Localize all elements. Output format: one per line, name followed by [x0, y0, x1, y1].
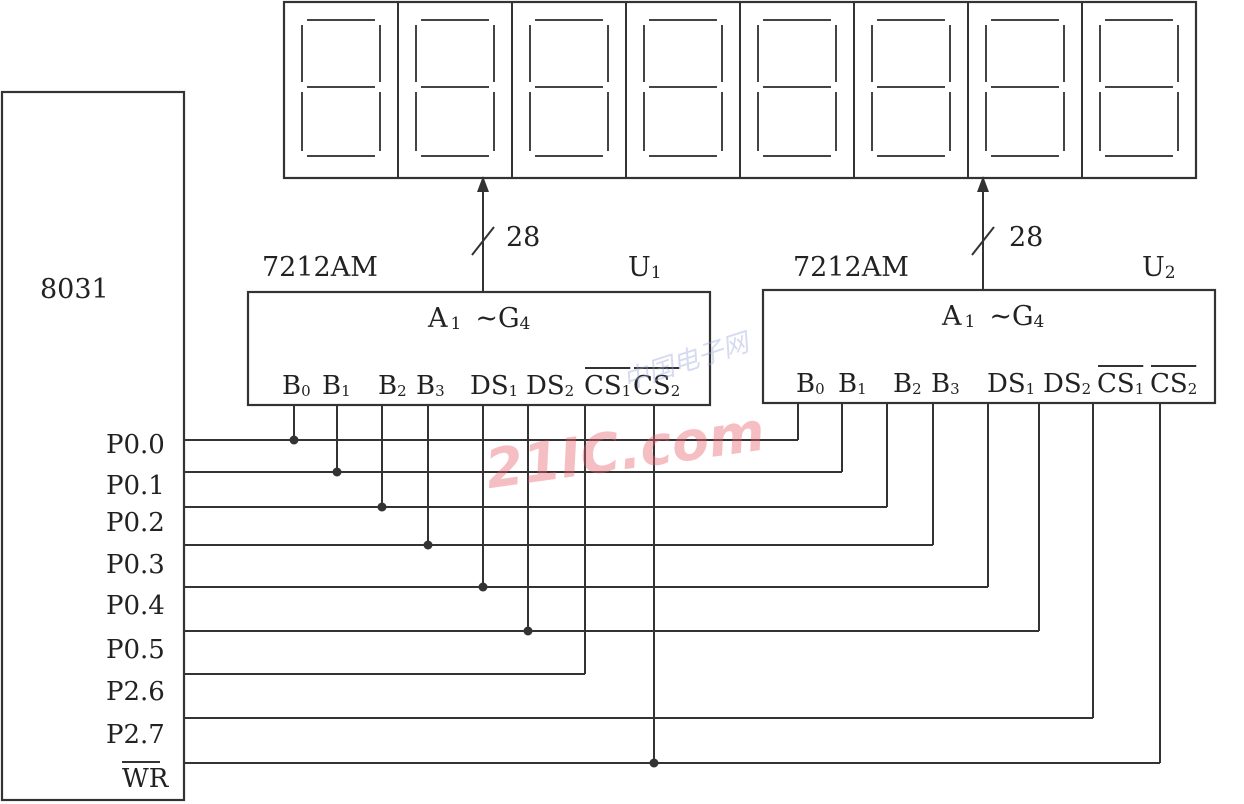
driver-u1-part: 7212AM — [262, 252, 378, 283]
pin-label-cs1: CS1 — [584, 371, 631, 401]
pin-label-b3: B3 — [416, 371, 445, 401]
junction-dot — [423, 540, 433, 550]
pin-label-b2: B2 — [893, 369, 922, 399]
junction-dot — [478, 582, 488, 592]
pin-label-b0: B0 — [796, 369, 825, 399]
port-wiring — [184, 403, 1161, 768]
junction-dot — [523, 626, 533, 636]
digit — [1099, 19, 1179, 157]
driver-u1-bus-slash — [471, 226, 495, 256]
pin-label-ds2: DS2 — [526, 371, 574, 401]
digit — [643, 19, 723, 157]
driver-u2-bus-width: 28 — [1009, 222, 1043, 253]
digit — [871, 19, 951, 157]
mcu-label: 8031 — [40, 274, 109, 305]
pin-label-cs2: CS2 — [633, 371, 680, 401]
driver-u1-body — [246, 290, 712, 407]
junction-dot — [289, 435, 299, 445]
pin-label-ds1: DS1 — [987, 369, 1035, 399]
port-labels: P0.0 P0.1 P0.2 P0.3 P0.4 P0.5 P2.6 P2.7 … — [106, 430, 170, 794]
watermark-text: 21IC.com — [482, 400, 769, 501]
pin-label-b1: B1 — [322, 371, 351, 401]
mcu-body — [0, 90, 186, 802]
port-label-p0-4: P0.4 — [106, 591, 165, 621]
digit — [529, 19, 609, 157]
pin-label-b1: B1 — [838, 369, 867, 399]
port-label-p0-1: P0.1 — [106, 471, 165, 501]
port-label-p0-2: P0.2 — [106, 508, 165, 538]
seven-segment-display — [282, 0, 1198, 180]
digit — [757, 19, 837, 157]
driver-u1-bus-arrow — [477, 176, 489, 192]
driver-u2-bus-arrow — [977, 176, 989, 192]
port-label-p0-3: P0.3 — [106, 550, 165, 580]
pin-label-b0: B0 — [282, 371, 311, 401]
junction-dot — [377, 502, 387, 512]
digit — [415, 19, 495, 157]
port-label-p2-7: P2.7 — [106, 720, 165, 750]
pin-label-cs1: CS1 — [1097, 369, 1144, 399]
pin-label-cs2: CS2 — [1150, 369, 1197, 399]
pin-label-ds2: DS2 — [1043, 369, 1091, 399]
driver-u1-ref: U1 — [628, 252, 662, 283]
digit — [985, 19, 1065, 157]
driver-u2-body — [761, 288, 1217, 405]
port-label-wr: WR — [122, 764, 170, 794]
pin-label-ds1: DS1 — [470, 371, 518, 401]
driver-u1-bus-width: 28 — [506, 222, 540, 253]
junction-dot — [649, 758, 659, 768]
pin-label-b3: B3 — [931, 369, 960, 399]
junction-dot — [332, 467, 342, 477]
port-label-p0-0: P0.0 — [106, 430, 165, 460]
pin-label-b2: B2 — [378, 371, 407, 401]
driver-u2-bus-slash — [971, 226, 995, 256]
port-label-p0-5: P0.5 — [106, 635, 165, 665]
driver-u2-ref: U2 — [1142, 252, 1176, 283]
digit — [301, 19, 381, 157]
mcu-8031: 8031 — [0, 90, 186, 802]
driver-u2-part: 7212AM — [793, 252, 909, 283]
port-label-p2-6: P2.6 — [106, 677, 165, 707]
